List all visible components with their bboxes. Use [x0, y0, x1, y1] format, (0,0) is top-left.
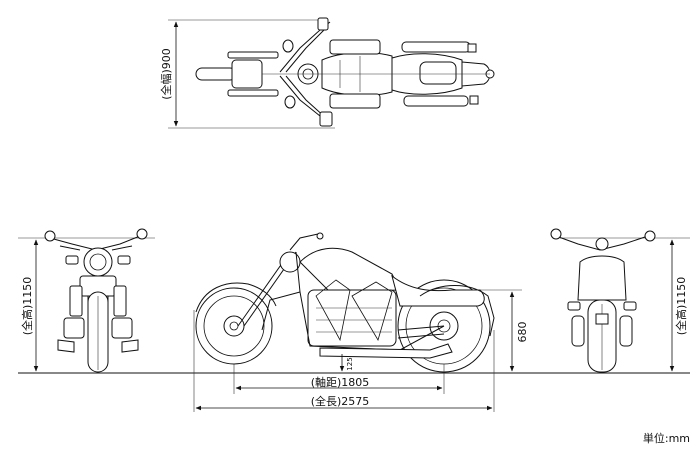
side-view: 680 125 (軸距)1805 (全長)2575 — [193, 232, 529, 412]
front-view: (全高)1150 — [18, 228, 155, 373]
rear-view: (全高)1150 — [550, 228, 690, 373]
wheelbase-label: (軸距)1805 — [311, 375, 370, 389]
ground-clearance-label: 125 — [346, 357, 354, 370]
engine — [307, 289, 397, 347]
width-label: (全幅)900 — [159, 48, 173, 100]
top-view: (全幅)900 — [159, 17, 495, 129]
top-view-bike — [195, 17, 495, 127]
length-label: (全長)2575 — [311, 394, 370, 408]
fuel-tank — [299, 247, 401, 293]
height-label-right: (全高)1150 — [674, 277, 688, 336]
seat-height-label: 680 — [516, 322, 529, 343]
height-label-left: (全高)1150 — [20, 277, 34, 336]
unit-label: 単位:mm — [642, 432, 690, 445]
